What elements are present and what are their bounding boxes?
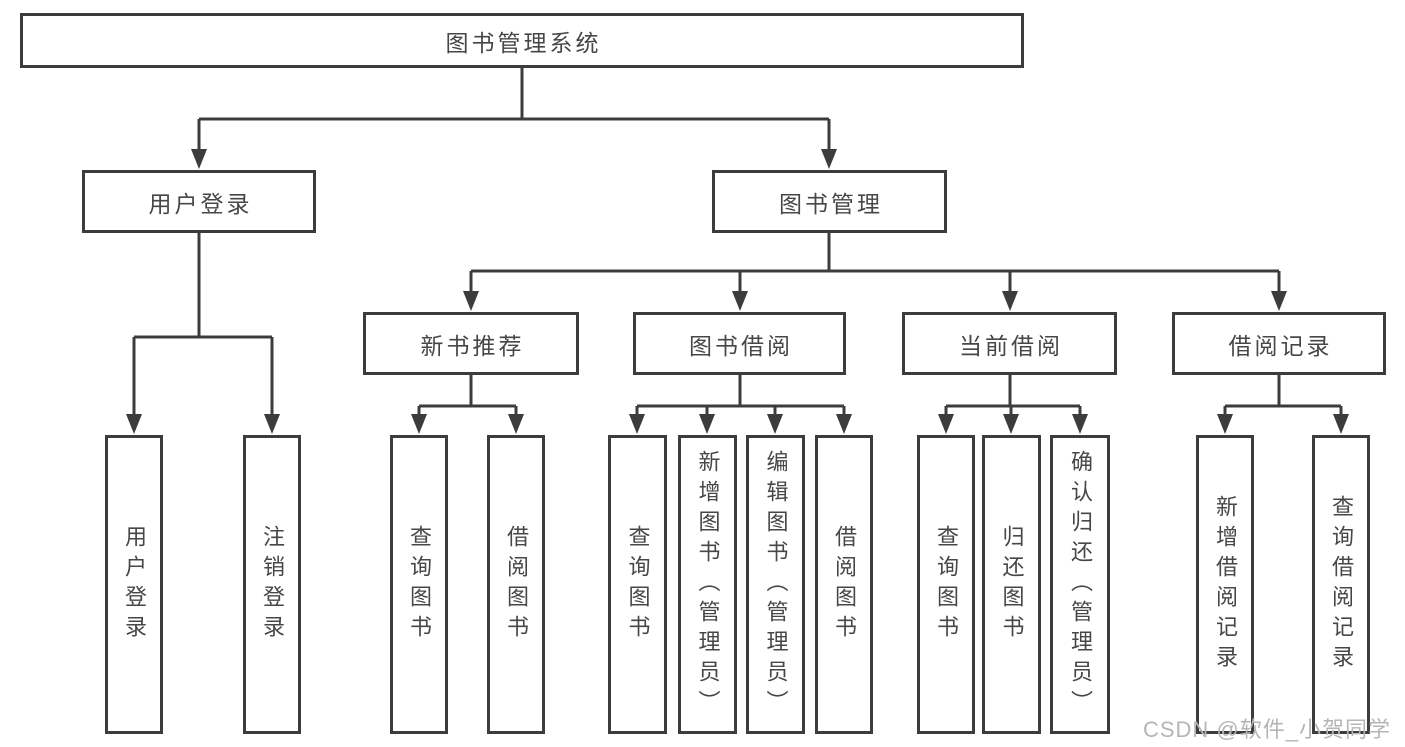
leaf-cb-return-books: 归还图书 bbox=[982, 435, 1041, 734]
connector-borrow-records bbox=[1223, 375, 1343, 424]
leaf-br-add-record: 新增借阅记录 bbox=[1196, 435, 1254, 734]
leaf-logout: 注销登录 bbox=[243, 435, 301, 734]
leaf-br-query-record: 查询借阅记录 bbox=[1312, 435, 1370, 734]
leaf-cb-query-books: 查询图书 bbox=[917, 435, 975, 734]
connector-new-book-recommend bbox=[417, 375, 518, 424]
leaf-bb-add-books-admin: 新增图书（管理员） bbox=[678, 435, 737, 734]
leaf-cb-confirm-return-admin: 确认归还（管理员） bbox=[1050, 435, 1110, 734]
connector-book-mgmt-to-level3 bbox=[469, 233, 1281, 301]
node-new-book-recommend: 新书推荐 bbox=[363, 312, 579, 375]
connector-user-login-to-leaves bbox=[132, 233, 274, 424]
leaf-user-login: 用户登录 bbox=[105, 435, 163, 734]
connector-root-to-level2 bbox=[197, 68, 831, 160]
watermark: CSDN @软件_小贺同学 bbox=[1142, 717, 1391, 742]
node-borrow-records: 借阅记录 bbox=[1172, 312, 1386, 375]
leaf-nbr-query-books: 查询图书 bbox=[390, 435, 448, 734]
leaf-bb-borrow-books: 借阅图书 bbox=[815, 435, 873, 734]
node-book-borrow: 图书借阅 bbox=[633, 312, 846, 375]
node-user-login: 用户登录 bbox=[82, 170, 316, 233]
arrowheads bbox=[126, 149, 1349, 434]
connector-book-borrow bbox=[635, 375, 846, 424]
node-current-borrow: 当前借阅 bbox=[902, 312, 1117, 375]
leaf-bb-query-books: 查询图书 bbox=[608, 435, 667, 734]
node-root: 图书管理系统 bbox=[20, 13, 1024, 68]
node-book-management: 图书管理 bbox=[712, 170, 947, 233]
leaf-nbr-borrow-books: 借阅图书 bbox=[487, 435, 545, 734]
leaf-bb-edit-books-admin: 编辑图书（管理员） bbox=[746, 435, 805, 734]
